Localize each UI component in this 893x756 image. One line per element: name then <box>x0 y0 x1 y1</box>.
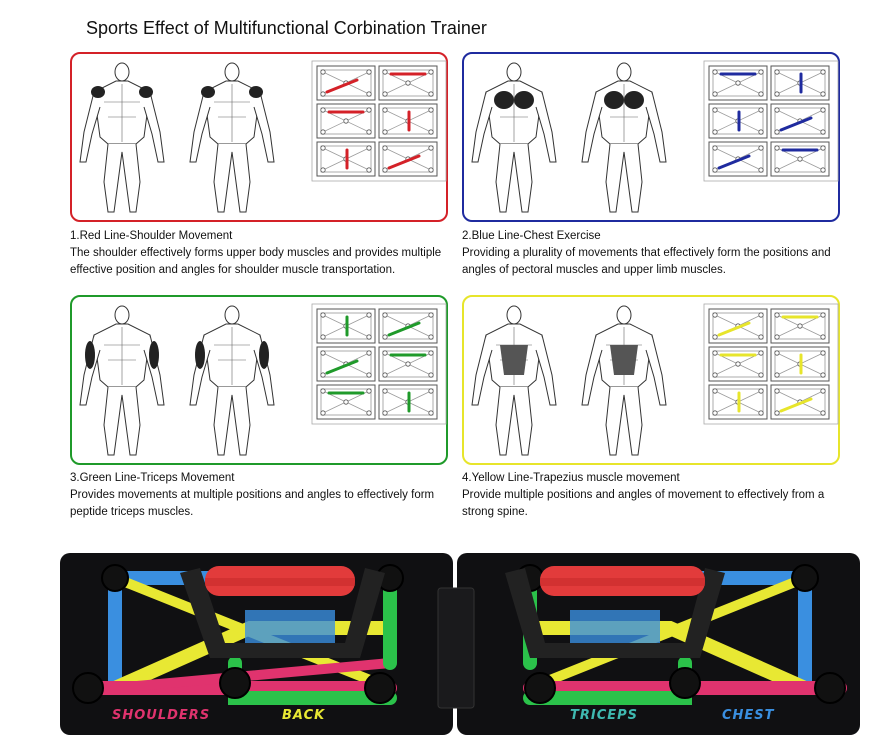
body-figure <box>79 62 165 213</box>
body-figure <box>189 62 275 213</box>
board-label-chest: CHEST <box>722 708 775 723</box>
page-title: Sports Effect of Multifunctional Corbina… <box>86 18 487 38</box>
body-figure <box>471 62 557 213</box>
board-label-triceps: TRICEPS <box>570 708 639 723</box>
caption-body: Provide multiple positions and angles of… <box>462 489 825 518</box>
caption-chest: 2.Blue Line-Chest Exercise Providing a p… <box>462 228 852 279</box>
caption-heading: 3.Green Line-Triceps Movement <box>70 472 235 484</box>
caption-body: Providing a plurality of movements that … <box>462 247 831 276</box>
muscle-figures-shoulder <box>79 60 447 213</box>
caption-trapezius: 4.Yellow Line-Trapezius muscle movement … <box>462 470 852 521</box>
caption-heading: 2.Blue Line-Chest Exercise <box>462 230 601 242</box>
muscle-figures-trapezius <box>471 303 839 456</box>
body-figure <box>471 305 557 456</box>
board-diagram <box>703 303 839 425</box>
board-diagram <box>311 60 447 182</box>
pushup-board <box>60 553 860 735</box>
board-diagram <box>311 303 447 425</box>
body-figure <box>79 305 165 456</box>
muscle-figures-chest <box>471 60 839 213</box>
caption-heading: 1.Red Line-Shoulder Movement <box>70 230 233 242</box>
panel-trapezius <box>462 295 840 465</box>
panel-triceps <box>70 295 448 465</box>
caption-shoulder: 1.Red Line-Shoulder Movement The shoulde… <box>70 228 455 279</box>
muscle-figures-triceps <box>79 303 447 456</box>
body-figure <box>189 305 275 456</box>
board-label-shoulders: SHOULDERS <box>112 708 211 723</box>
caption-heading: 4.Yellow Line-Trapezius muscle movement <box>462 472 680 484</box>
pushup-board-image: SHOULDERS BACK TRICEPS CHEST <box>60 548 860 738</box>
caption-body: Provides movements at multiple positions… <box>70 489 435 518</box>
board-label-back: BACK <box>282 708 326 723</box>
body-figure <box>581 62 667 213</box>
caption-body: The shoulder effectively forms upper bod… <box>70 247 442 276</box>
panel-shoulder <box>70 52 448 222</box>
caption-triceps: 3.Green Line-Triceps Movement Provides m… <box>70 470 455 521</box>
panel-chest <box>462 52 840 222</box>
body-figure <box>581 305 667 456</box>
board-diagram <box>703 60 839 182</box>
